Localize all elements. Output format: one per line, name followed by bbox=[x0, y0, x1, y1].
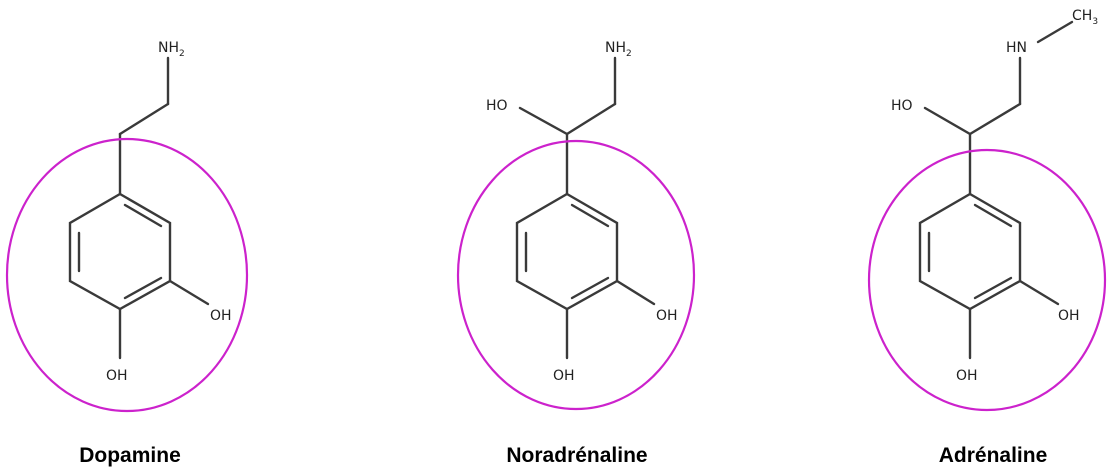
dopamine-oh-meta-label: OH bbox=[210, 308, 232, 324]
adrenaline-bond-oh-side bbox=[923, 106, 972, 136]
noradrenaline-amine-label: NH2 bbox=[605, 40, 632, 59]
adrenaline-skeleton bbox=[918, 20, 1074, 360]
adrenaline-bond-chain bbox=[968, 102, 1022, 136]
noradrenaline-bond-chain bbox=[565, 102, 617, 136]
dopamine-ring-double-2 bbox=[123, 276, 163, 300]
dopamine-name-label: Dopamine bbox=[79, 444, 181, 467]
adrenaline-ring-double-2 bbox=[973, 276, 1013, 300]
adrenaline-bond-methyl bbox=[1036, 20, 1074, 44]
noradrenaline-name-label: Noradrénaline bbox=[506, 444, 647, 467]
dopamine-amine-label: NH2 bbox=[158, 40, 185, 59]
adrenaline-bond-oh-meta bbox=[1018, 279, 1060, 306]
noradrenaline-oh-meta-label: OH bbox=[656, 308, 678, 324]
adrenaline-oh-side-label: HO bbox=[891, 98, 913, 114]
noradrenaline-benzene-ring bbox=[515, 192, 619, 311]
molecule-adrenaline: HN CH3 HO OH OH Adrénaline bbox=[867, 8, 1107, 467]
dopamine-oh-para-label: OH bbox=[106, 368, 128, 384]
adrenaline-methyl-label: CH3 bbox=[1072, 8, 1098, 27]
adrenaline-ring-highlight bbox=[867, 148, 1107, 412]
adrenaline-name-label: Adrénaline bbox=[939, 444, 1048, 467]
molecule-noradrenaline: NH2 HO OH OH Noradrénaline bbox=[456, 40, 696, 467]
molecule-dopamine: NH2 OH OH Dopamine bbox=[5, 40, 249, 467]
noradrenaline-oh-para-label: OH bbox=[553, 368, 575, 384]
noradrenaline-bond-oh-meta bbox=[615, 279, 656, 306]
adrenaline-benzene-ring bbox=[918, 192, 1022, 311]
dopamine-skeleton bbox=[68, 56, 210, 360]
noradrenaline-ring-highlight bbox=[456, 139, 696, 411]
dopamine-ring-highlight bbox=[5, 137, 249, 413]
noradrenaline-ring-double-2 bbox=[570, 276, 610, 300]
noradrenaline-skeleton bbox=[515, 56, 656, 360]
noradrenaline-bond-oh-side bbox=[518, 106, 569, 136]
dopamine-ring-double-1 bbox=[123, 203, 163, 228]
adrenaline-oh-meta-label: OH bbox=[1058, 308, 1080, 324]
adrenaline-ring-double-1 bbox=[973, 203, 1013, 228]
adrenaline-oh-para-label: OH bbox=[956, 368, 978, 384]
noradrenaline-oh-side-label: HO bbox=[486, 98, 508, 114]
dopamine-benzene-ring bbox=[68, 192, 172, 311]
noradrenaline-ring-double-1 bbox=[570, 203, 610, 228]
dopamine-bond-oh-meta bbox=[168, 279, 210, 306]
adrenaline-amine-label: HN bbox=[1006, 40, 1027, 56]
dopamine-bond-chain bbox=[118, 102, 170, 136]
